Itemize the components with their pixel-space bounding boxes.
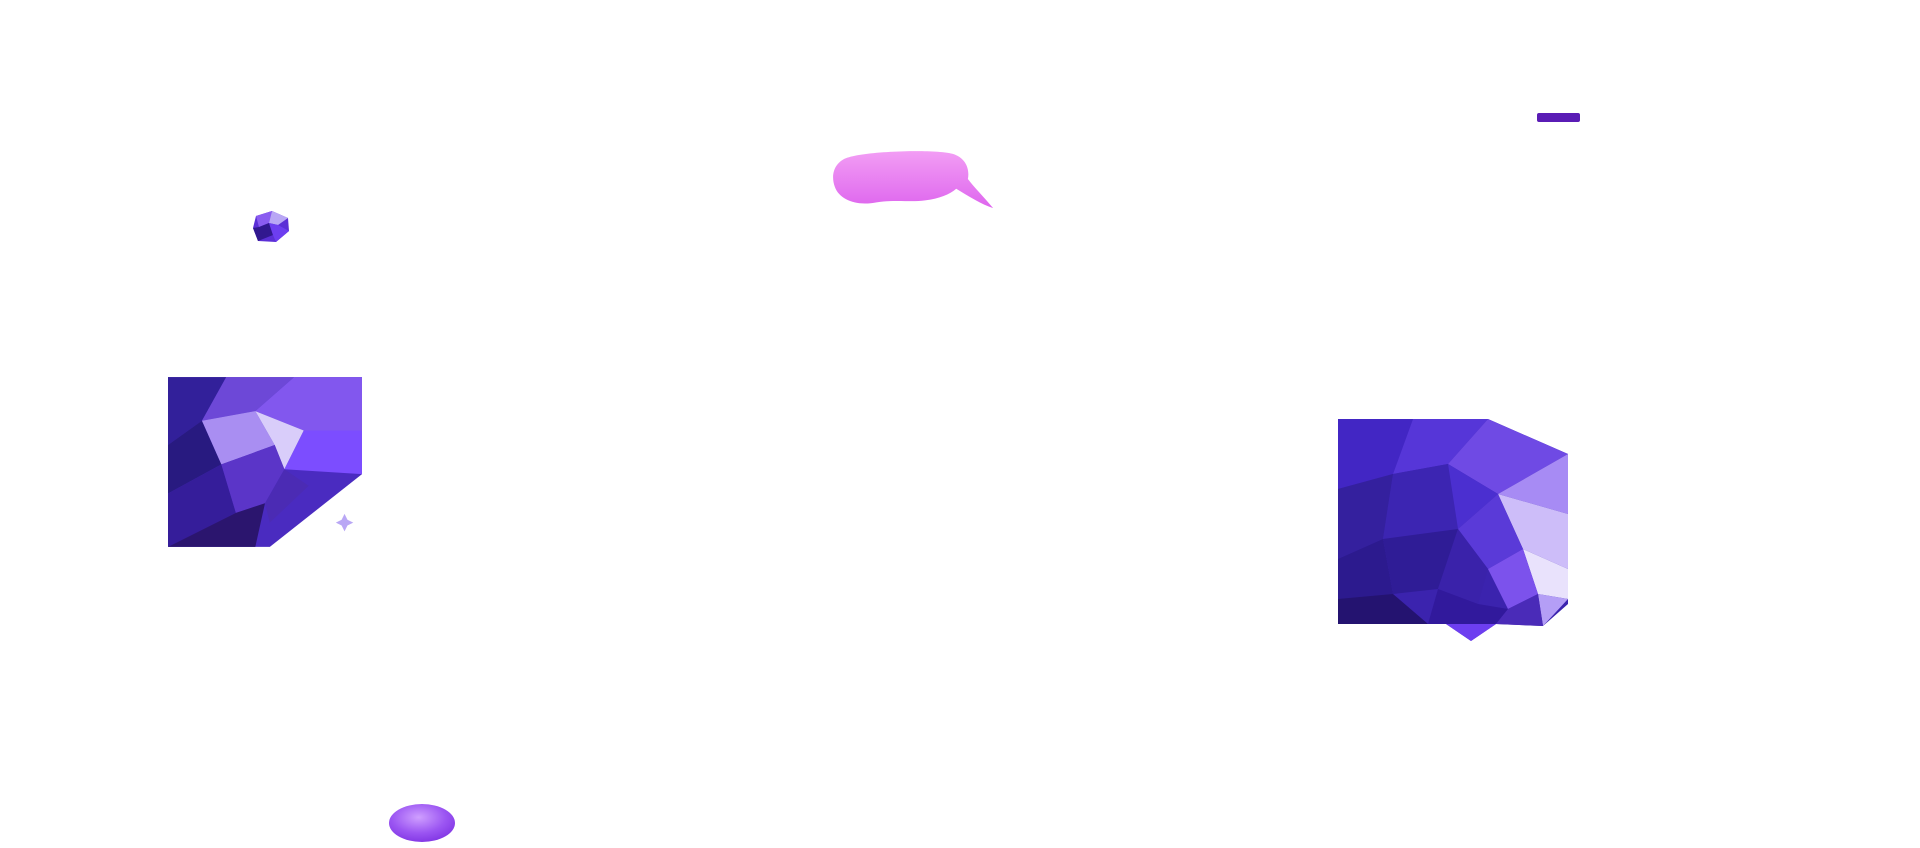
- right-gem-graphic: [1338, 419, 1568, 641]
- orb-shape: [389, 804, 455, 842]
- left-crystal-facet: [168, 377, 227, 446]
- right-gem-facet: [1338, 419, 1413, 489]
- right-gem-facet: [1338, 539, 1393, 609]
- small-gem-facet: [256, 211, 272, 227]
- small-gem-facet: [269, 223, 289, 242]
- left-crystal-graphic: [168, 377, 362, 547]
- left-crystal-facet: [201, 377, 295, 421]
- left-crystal-facet: [284, 430, 362, 475]
- right-gem-facet: [1428, 589, 1508, 624]
- right-gem-facet: [1383, 464, 1458, 539]
- right-gem-facet: [1383, 529, 1458, 594]
- left-crystal-facet: [201, 411, 275, 465]
- pink-blob-shape: [833, 151, 994, 209]
- bottom-orb-graphic: [389, 804, 455, 842]
- small-gem-facet: [269, 211, 288, 225]
- right-gem-facet: [1448, 464, 1498, 529]
- right-gem-facet: [1496, 594, 1543, 626]
- right-gem-facet: [1338, 474, 1393, 559]
- right-gem-facet: [1488, 549, 1538, 609]
- left-crystal-facet: [221, 445, 285, 513]
- left-crystal-facet: [168, 420, 222, 494]
- pink-blob-graphic: [833, 151, 994, 209]
- right-gem-facet: [1393, 419, 1488, 474]
- left-crystal-facet: [255, 411, 304, 470]
- dash-shape: [1537, 113, 1580, 122]
- left-crystal-facet: [255, 377, 362, 431]
- small-gem-facet: [253, 223, 273, 241]
- right-gem-facet: [1538, 594, 1568, 626]
- right-gem-facet: [1446, 624, 1496, 641]
- right-gem-facet: [1438, 529, 1488, 604]
- top-right-dash-graphic: [1537, 113, 1580, 122]
- right-gem-facet: [1523, 549, 1568, 599]
- left-crystal-facet: [168, 464, 236, 547]
- small-gem-icon: [253, 211, 289, 242]
- right-gem-facet: [1448, 419, 1568, 494]
- right-gem-facet: [1458, 494, 1523, 569]
- left-crystal-facet: [265, 469, 309, 523]
- left-crystal-facet: [168, 503, 265, 547]
- right-gem-facet: [1338, 594, 1428, 624]
- sparkle-icon: [335, 513, 354, 532]
- right-gem-facet: [1498, 494, 1568, 569]
